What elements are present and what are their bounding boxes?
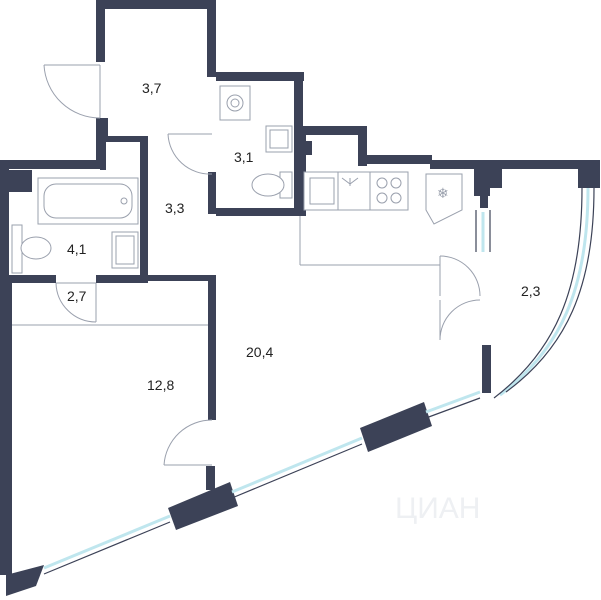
- area-label-bathroom: 4,1: [67, 241, 87, 257]
- windows: [43, 187, 595, 575]
- inner-walls: [6, 118, 312, 420]
- area-label-kitchen-living: 20,4: [246, 344, 273, 360]
- area-label-wardrobe: 2,7: [67, 288, 87, 304]
- watermark: ЦИАН: [395, 492, 480, 525]
- svg-text:❄: ❄: [437, 186, 449, 202]
- area-label-bedroom: 12,8: [147, 377, 174, 393]
- area-label-wc: 3,1: [234, 149, 254, 165]
- area-label-corridor: 3,3: [165, 200, 185, 216]
- area-label-hall-closet: 3,7: [142, 80, 162, 96]
- doors: [43, 64, 481, 466]
- fixtures: ❄: [11, 85, 463, 326]
- area-labels: 3,7 3,1 3,3 4,1 2,7 20,4 2,3 12,8: [67, 80, 541, 393]
- area-label-loggia: 2,3: [521, 283, 541, 299]
